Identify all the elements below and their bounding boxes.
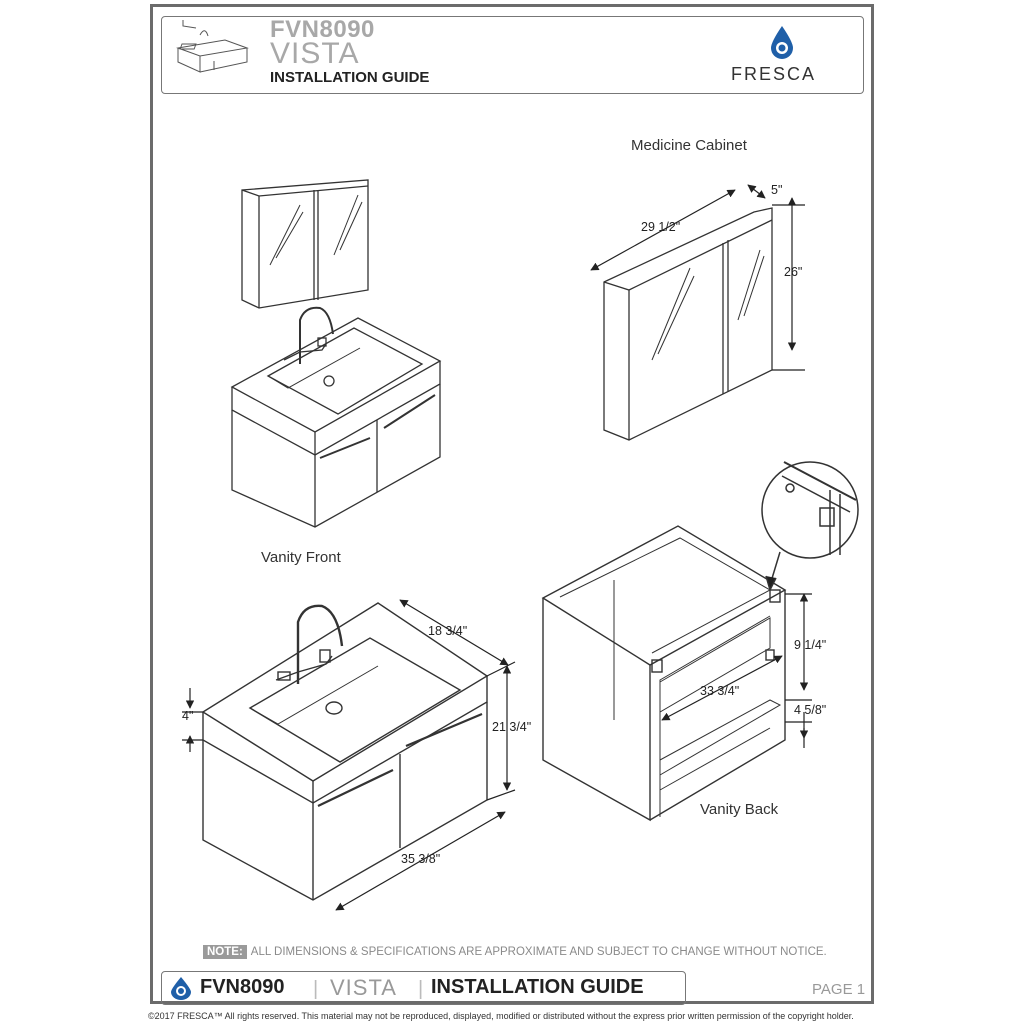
brand-name: FRESCA xyxy=(731,64,817,84)
dim-top-thickness: 4" xyxy=(182,709,194,723)
dim-vanity-depth: 18 3/4" xyxy=(428,624,468,638)
footer-brand-logo-icon xyxy=(171,977,191,1000)
footer-series: VISTA xyxy=(330,975,397,1000)
medicine-cabinet-dimensioned xyxy=(603,207,773,441)
header-guide-title: INSTALLATION GUIDE xyxy=(270,69,430,86)
footer-separator-1: | xyxy=(313,978,319,1000)
note-text: ALL DIMENSIONS & SPECIFICATIONS ARE APPR… xyxy=(250,946,827,958)
vanity-back xyxy=(541,525,787,822)
vanity-back-label: Vanity Back xyxy=(700,801,779,818)
footer-guide-title: INSTALLATION GUIDE xyxy=(431,976,644,998)
header-series-name: VISTA xyxy=(270,37,360,70)
footer-box xyxy=(161,971,686,1005)
medicine-cabinet-small xyxy=(241,179,369,309)
vanity-front-small xyxy=(230,306,442,528)
page-frame xyxy=(150,4,874,1004)
medicine-cabinet-label: Medicine Cabinet xyxy=(631,137,747,154)
dim-back-upper: 9 1/4" xyxy=(794,638,827,652)
dim-back-width: 33 3/4" xyxy=(700,684,740,698)
vanity-front-large xyxy=(201,602,489,901)
header-box xyxy=(161,16,864,94)
dim-back-lower: 4 5/8" xyxy=(794,703,827,717)
vanity-dimension-lines xyxy=(182,599,516,911)
vanity-front-label: Vanity Front xyxy=(261,549,341,566)
bracket-detail-magnifier xyxy=(761,461,859,593)
header-model-code: FVN8090 xyxy=(270,16,375,43)
footer-separator-2: | xyxy=(418,978,424,1000)
note-label: NOTE: xyxy=(203,945,247,959)
disclaimer-note: NOTE:ALL DIMENSIONS & SPECIFICATIONS ARE… xyxy=(203,945,827,959)
copyright-notice: ©2017 FRESCA™ All rights reserved. This … xyxy=(148,1011,854,1021)
dim-cabinet-width: 29 1/2" xyxy=(641,220,681,234)
dim-cabinet-height: 26" xyxy=(784,265,803,279)
fresca-drop-logo xyxy=(771,26,793,59)
dim-vanity-height: 21 3/4" xyxy=(492,720,532,734)
dim-vanity-width: 35 3/8" xyxy=(401,852,441,866)
footer-model: FVN8090 xyxy=(200,976,285,998)
vanity-thumbnail-icon xyxy=(176,20,249,73)
page-number: PAGE 1 xyxy=(812,981,866,998)
cabinet-dimension-lines xyxy=(590,184,805,371)
dim-cabinet-depth: 5" xyxy=(771,183,783,197)
vanity-back-dimension-lines xyxy=(661,593,812,748)
